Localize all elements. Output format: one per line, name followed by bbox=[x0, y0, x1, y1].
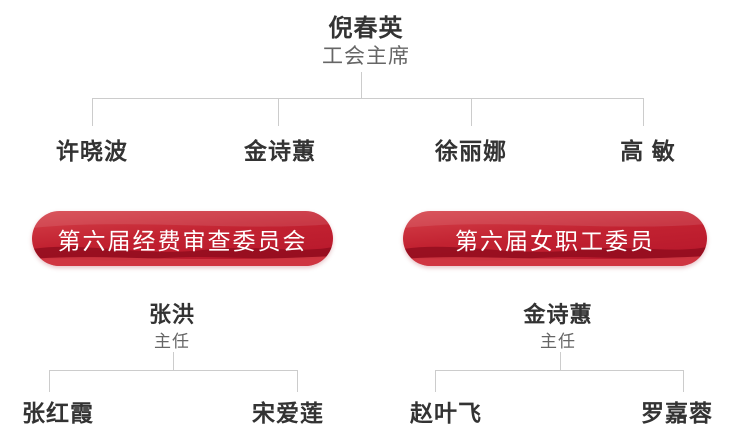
committee-leader-name: 金诗蕙 bbox=[523, 302, 593, 327]
connector-line bbox=[361, 72, 362, 98]
connector-line bbox=[560, 352, 561, 370]
connector-line bbox=[92, 98, 644, 99]
union-member: 高 敏 bbox=[620, 138, 676, 164]
committee-leader-name: 张洪 bbox=[148, 302, 196, 327]
connector-line bbox=[435, 370, 683, 371]
connector-line bbox=[297, 370, 298, 392]
connector-line bbox=[49, 370, 50, 392]
committee-member: 赵叶飞 bbox=[410, 400, 482, 426]
union-member: 徐丽娜 bbox=[435, 138, 507, 164]
union-member: 金诗蕙 bbox=[244, 138, 316, 164]
connector-line bbox=[643, 98, 644, 126]
connector-line bbox=[278, 98, 279, 126]
committee-leader-title: 主任 bbox=[154, 332, 190, 351]
committee-banner-funding-review: 第六届经费审查委员会 bbox=[32, 211, 333, 266]
connector-line bbox=[92, 98, 93, 126]
committee-leader-title: 主任 bbox=[540, 332, 576, 351]
committee-member: 宋爱莲 bbox=[252, 400, 324, 426]
chairman-title: 工会主席 bbox=[322, 45, 410, 68]
chairman-name: 倪春英 bbox=[328, 15, 404, 42]
connector-line bbox=[49, 370, 297, 371]
committee-member: 罗嘉蓉 bbox=[641, 400, 713, 426]
connector-line bbox=[435, 370, 436, 392]
committee-banner-label: 第六届经费审查委员会 bbox=[57, 227, 308, 254]
union-member: 许晓波 bbox=[56, 138, 128, 164]
connector-line bbox=[471, 98, 472, 126]
ribbon-wave-decoration bbox=[403, 211, 707, 266]
connector-line bbox=[683, 370, 684, 392]
connector-line bbox=[173, 352, 174, 370]
committee-banner-women-workers: 第六届女职工委员 bbox=[403, 211, 707, 266]
committee-member: 张红霞 bbox=[22, 400, 94, 426]
committee-banner-label: 第六届女职工委员 bbox=[455, 227, 655, 254]
ribbon-wave-decoration bbox=[32, 211, 333, 266]
